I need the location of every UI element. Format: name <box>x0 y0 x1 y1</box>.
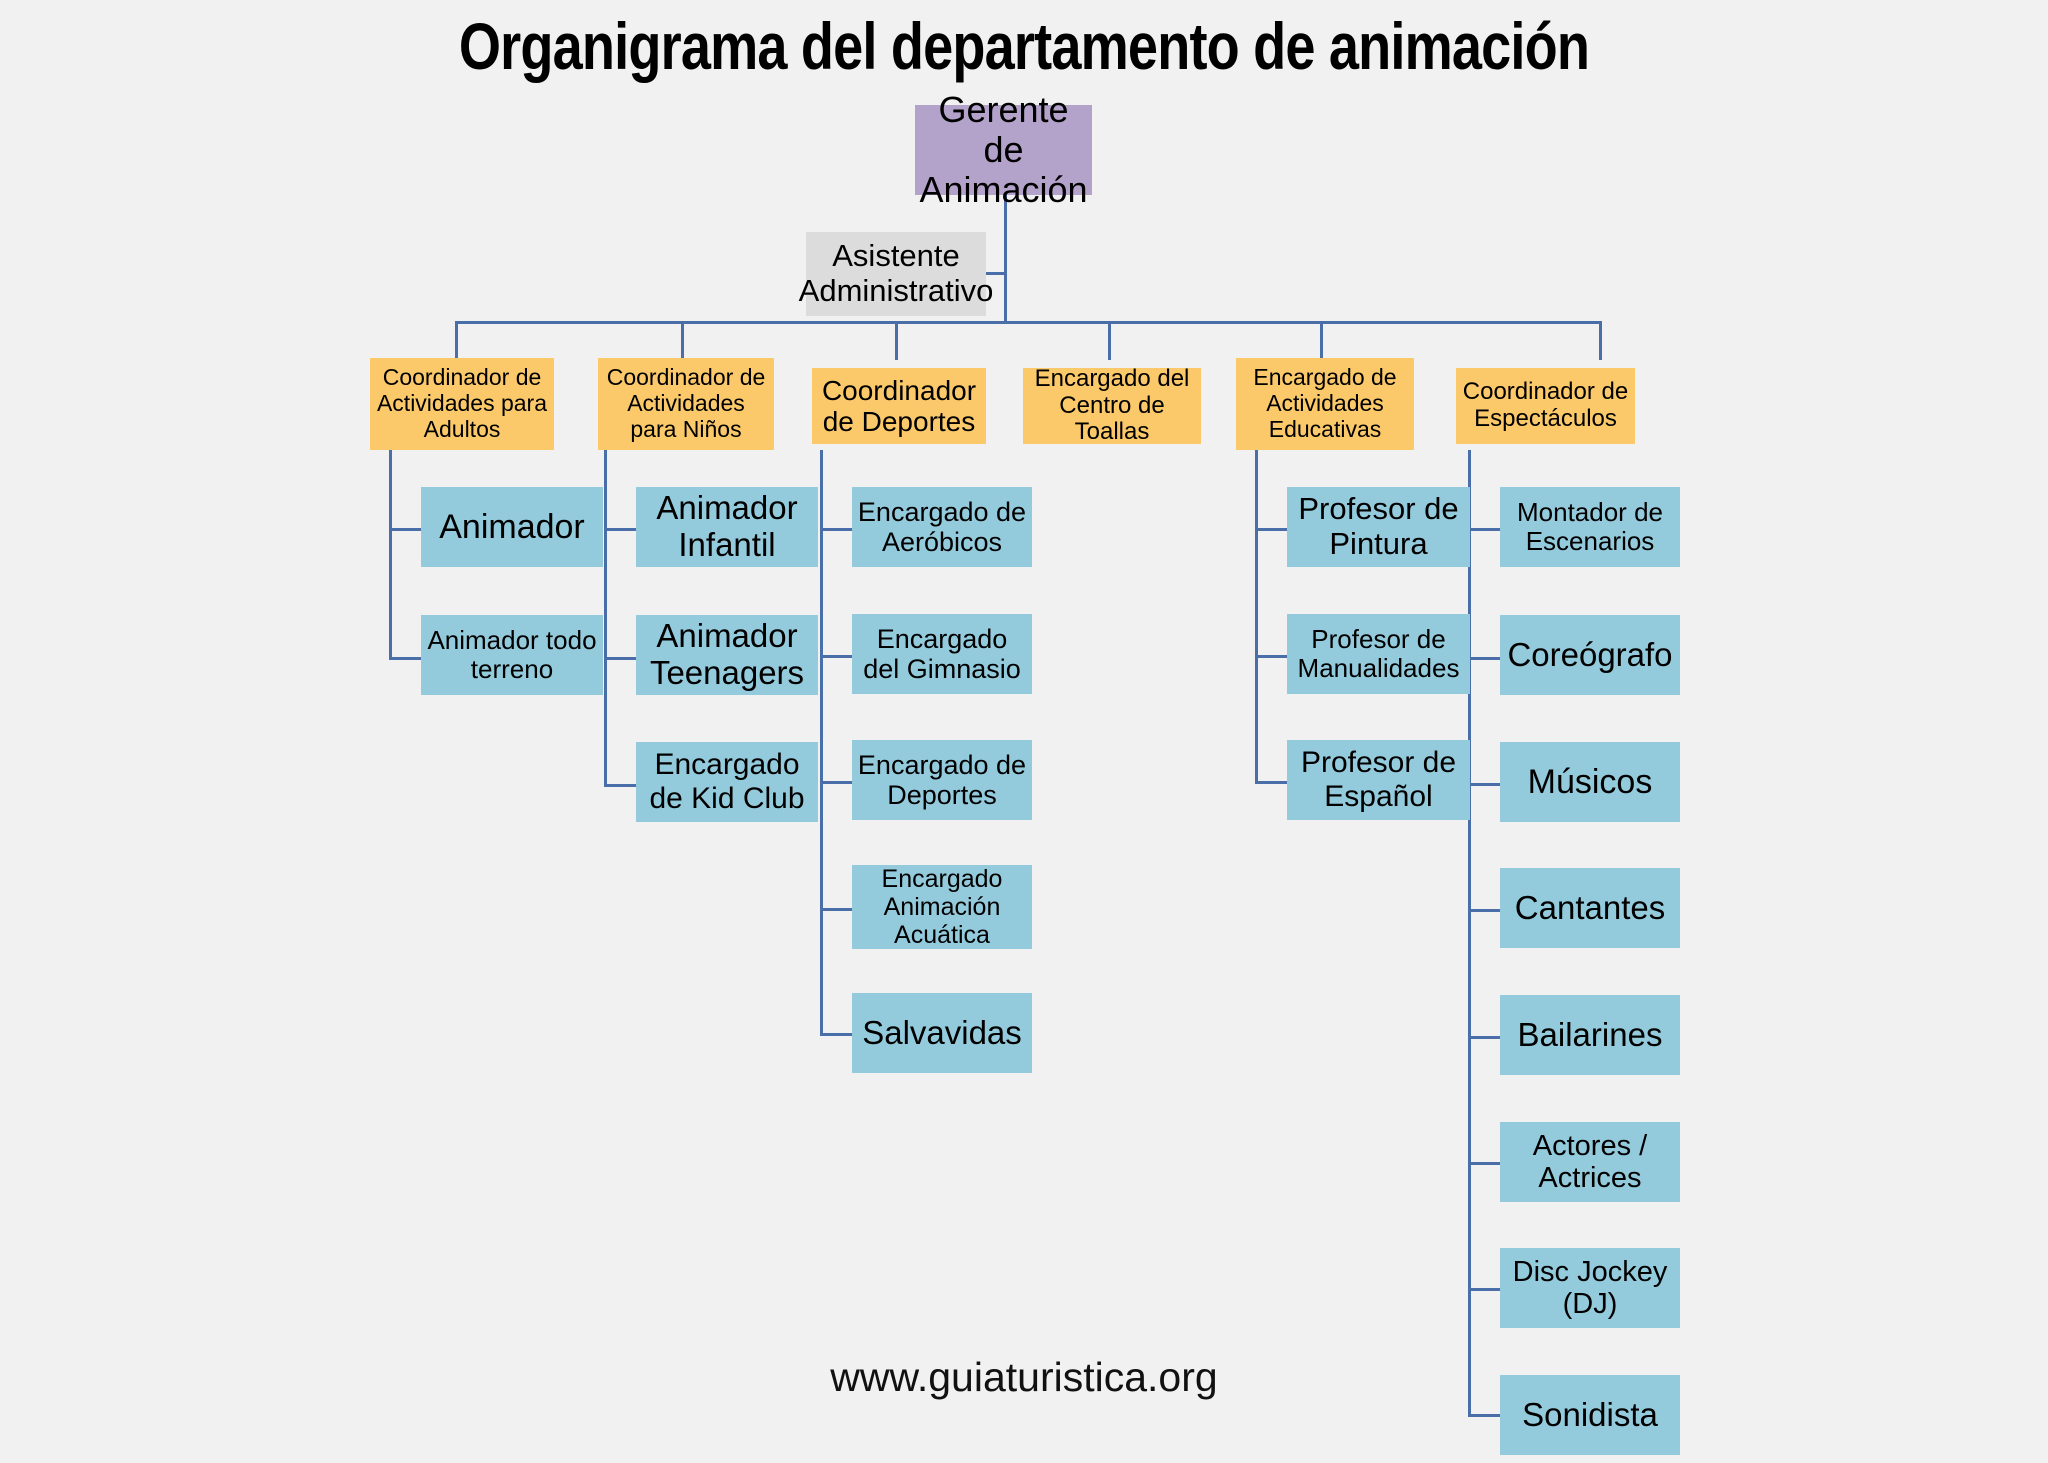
node-label: Bailarines <box>1517 1015 1663 1053</box>
connector-shows-child-2 <box>1468 657 1500 660</box>
node-label: Disc Jockey (DJ) <box>1512 1255 1668 1320</box>
node-label: Coreógrafo <box>1507 635 1673 673</box>
connector-shows-child-6 <box>1468 1162 1500 1165</box>
connector-drop-towels <box>1108 321 1111 360</box>
node-encargado-kid-club[interactable]: Encargado de Kid Club <box>636 742 818 822</box>
node-coordinador-actividades-ninos[interactable]: Coordinador de Actividades para Niños <box>598 358 774 450</box>
node-label: Actores / Actrices <box>1532 1129 1648 1194</box>
node-label: Encargado de Actividades Educativas <box>1253 364 1397 442</box>
connector-sports-child-4 <box>820 908 852 911</box>
node-label: Coordinador de Deportes <box>821 374 977 437</box>
node-cantantes[interactable]: Cantantes <box>1500 868 1680 948</box>
node-animador-teenagers[interactable]: Animador Teenagers <box>636 615 818 695</box>
node-profesor-de-pintura[interactable]: Profesor de Pintura <box>1287 487 1470 567</box>
node-label: Encargado del Gimnasio <box>863 623 1021 684</box>
connector-drop-education <box>1320 321 1323 360</box>
node-label: Animador todo terreno <box>427 624 597 684</box>
node-encargado-actividades-educativas[interactable]: Encargado de Actividades Educativas <box>1236 358 1414 450</box>
node-encargado-animacion-acuatica[interactable]: Encargado Animación Acuática <box>852 865 1032 949</box>
node-label: Coordinador de Espectáculos <box>1462 378 1629 432</box>
connector-sports-child-1 <box>820 528 852 531</box>
node-label: Encargado Animación Acuática <box>881 865 1003 949</box>
node-animador-infantil[interactable]: Animador Infantil <box>636 487 818 567</box>
page-title: Organigrama del departamento de animació… <box>458 9 1590 83</box>
node-encargado-del-gimnasio[interactable]: Encargado del Gimnasio <box>852 614 1032 694</box>
node-label: Coordinador de Actividades para Adultos <box>376 364 548 442</box>
node-label: Músicos <box>1527 762 1653 801</box>
node-sonidista[interactable]: Sonidista <box>1500 1375 1680 1455</box>
node-label: Animador Infantil <box>656 489 798 563</box>
connector-sports-child-2 <box>820 655 852 658</box>
connector-sports-child-3 <box>820 781 852 784</box>
connector-kids-child-2 <box>604 657 636 660</box>
node-label: Profesor de Pintura <box>1298 491 1459 561</box>
node-encargado-de-aerobicos[interactable]: Encargado de Aeróbicos <box>852 487 1032 567</box>
node-animador-todo-terreno[interactable]: Animador todo terreno <box>421 615 603 695</box>
connector-adults-spine <box>389 450 392 660</box>
connector-department-bus <box>455 321 1602 324</box>
node-profesor-de-manualidades[interactable]: Profesor de Manualidades <box>1287 614 1470 694</box>
connector-shows-child-4 <box>1468 909 1500 912</box>
connector-education-child-2 <box>1255 655 1287 658</box>
node-animador[interactable]: Animador <box>421 487 603 567</box>
connector-drop-sports <box>895 321 898 360</box>
node-musicos[interactable]: Músicos <box>1500 742 1680 822</box>
node-coordinador-actividades-adultos[interactable]: Coordinador de Actividades para Adultos <box>370 358 554 450</box>
node-label: Animador Teenagers <box>649 617 805 691</box>
connector-kids-spine <box>604 450 607 787</box>
node-gerente-de-animacion[interactable]: Gerente de Animación <box>915 89 1092 210</box>
connector-drop-kids <box>681 321 684 360</box>
node-coordinador-de-deportes[interactable]: Coordinador de Deportes <box>812 368 986 444</box>
connector-shows-child-7 <box>1468 1288 1500 1291</box>
node-label: Animador <box>439 507 585 546</box>
connector-sports-child-5 <box>820 1033 852 1036</box>
connector-education-spine <box>1255 450 1258 784</box>
footer-url: www.guiaturistica.org <box>830 1354 1218 1400</box>
node-label: Encargado de Deportes <box>857 749 1027 810</box>
connector-shows-child-5 <box>1468 1036 1500 1039</box>
node-asistente-administrativo[interactable]: Asistente Administrativo <box>799 232 993 316</box>
connector-drop-shows <box>1599 321 1602 360</box>
node-label: Salvavidas <box>862 1013 1022 1051</box>
node-label: Cantantes <box>1514 888 1666 926</box>
node-label: Profesor de Español <box>1300 746 1457 813</box>
connector-shows-child-1 <box>1468 528 1500 531</box>
node-label: Encargado de Kid Club <box>649 748 805 815</box>
node-label: Gerente de Animación <box>919 88 1088 211</box>
connector-education-child-1 <box>1255 528 1287 531</box>
node-label: Profesor de Manualidades <box>1297 623 1460 683</box>
node-label: Encargado del Centro de Toallas <box>1034 364 1190 446</box>
node-encargado-de-deportes[interactable]: Encargado de Deportes <box>852 740 1032 820</box>
connector-kids-child-3 <box>604 784 636 787</box>
node-coreografo[interactable]: Coreógrafo <box>1500 615 1680 695</box>
node-label: Coordinador de Actividades para Niños <box>606 364 766 442</box>
connector-drop-adults <box>455 321 458 360</box>
node-profesor-de-espanol[interactable]: Profesor de Español <box>1287 740 1470 820</box>
node-label: Asistente Administrativo <box>798 238 994 308</box>
connector-root-spine <box>1004 195 1007 322</box>
connector-kids-child-1 <box>604 528 636 531</box>
connector-adults-child-1 <box>389 528 421 531</box>
connector-shows-child-3 <box>1468 783 1500 786</box>
node-label: Sonidista <box>1522 1395 1658 1433</box>
connector-root-spine-lower <box>1004 272 1007 324</box>
connector-adults-child-2 <box>389 657 421 660</box>
node-coordinador-de-espectaculos[interactable]: Coordinador de Espectáculos <box>1456 368 1635 444</box>
node-montador-de-escenarios[interactable]: Montador de Escenarios <box>1500 487 1680 567</box>
node-encargado-centro-toallas[interactable]: Encargado del Centro de Toallas <box>1023 364 1201 446</box>
node-label: Encargado de Aeróbicos <box>857 496 1027 557</box>
connector-shows-child-8 <box>1468 1414 1500 1417</box>
connector-education-child-3 <box>1255 781 1287 784</box>
connector-shows-spine <box>1468 450 1471 1416</box>
node-actores-actrices[interactable]: Actores / Actrices <box>1500 1122 1680 1202</box>
node-bailarines[interactable]: Bailarines <box>1500 995 1680 1075</box>
node-salvavidas[interactable]: Salvavidas <box>852 993 1032 1073</box>
connector-sports-spine <box>820 450 823 1035</box>
node-disc-jockey[interactable]: Disc Jockey (DJ) <box>1500 1248 1680 1328</box>
node-label: Montador de Escenarios <box>1517 496 1663 556</box>
